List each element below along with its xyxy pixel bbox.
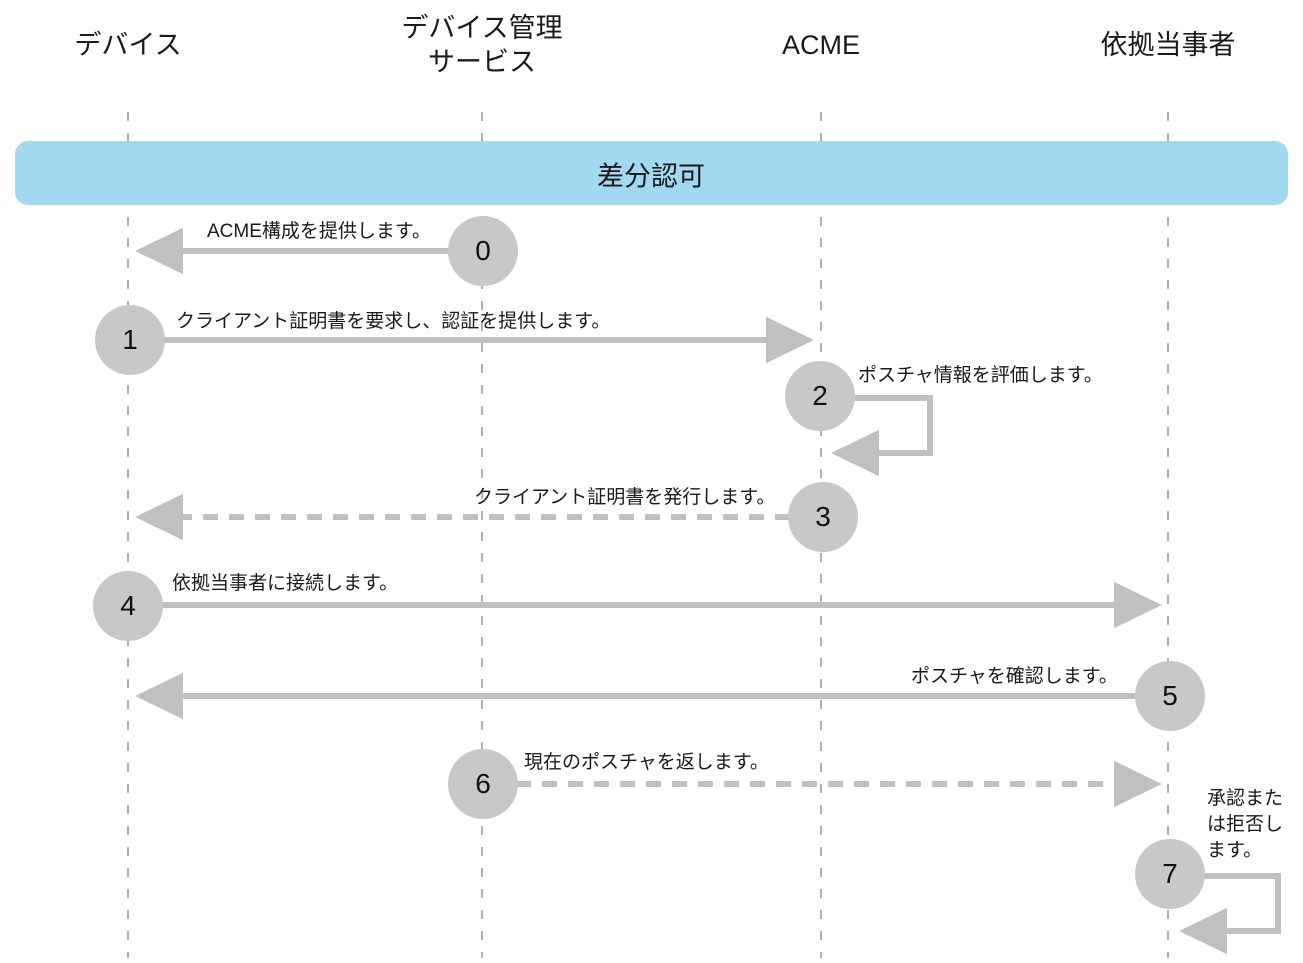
actor-label-acme: ACME xyxy=(781,30,861,60)
message-label-step-4: 依拠当事者に接続します。 xyxy=(172,573,399,594)
actor-label-relying-party: 依拠当事者 xyxy=(1100,30,1236,60)
step-marker-1[interactable]: 1 xyxy=(95,305,165,375)
step-marker-7[interactable]: 7 xyxy=(1135,839,1205,909)
arrow-step-2 xyxy=(831,395,933,477)
phase-banner-label: 差分認可 xyxy=(597,161,705,192)
message-label-step-3: クライアント証明書を発行します。 xyxy=(474,487,776,508)
actor-label-device-management-service: デバイス管理 サービス xyxy=(401,13,563,77)
actor-label-device: デバイス xyxy=(74,30,182,60)
step-marker-2[interactable]: 2 xyxy=(785,361,855,431)
step-marker-5[interactable]: 5 xyxy=(1135,661,1205,731)
message-label-step-6: 現在のポスチャを返します。 xyxy=(524,752,769,773)
message-label-step-0: ACME構成を提供します。 xyxy=(207,221,431,242)
message-label-step-7: 承認また は拒否し ます。 xyxy=(1207,788,1284,861)
step-marker-0[interactable]: 0 xyxy=(448,216,518,286)
arrow-step-7 xyxy=(1179,873,1281,955)
step-marker-3[interactable]: 3 xyxy=(788,482,858,552)
message-label-step-1: クライアント証明書を要求し、認証を提供します。 xyxy=(176,311,611,332)
message-label-step-2: ポスチャ情報を評価します。 xyxy=(858,365,1103,386)
phase-banner xyxy=(15,141,1288,205)
step-marker-4[interactable]: 4 xyxy=(93,571,163,641)
message-label-step-5: ポスチャを確認します。 xyxy=(911,666,1118,687)
step-marker-6[interactable]: 6 xyxy=(448,749,518,819)
